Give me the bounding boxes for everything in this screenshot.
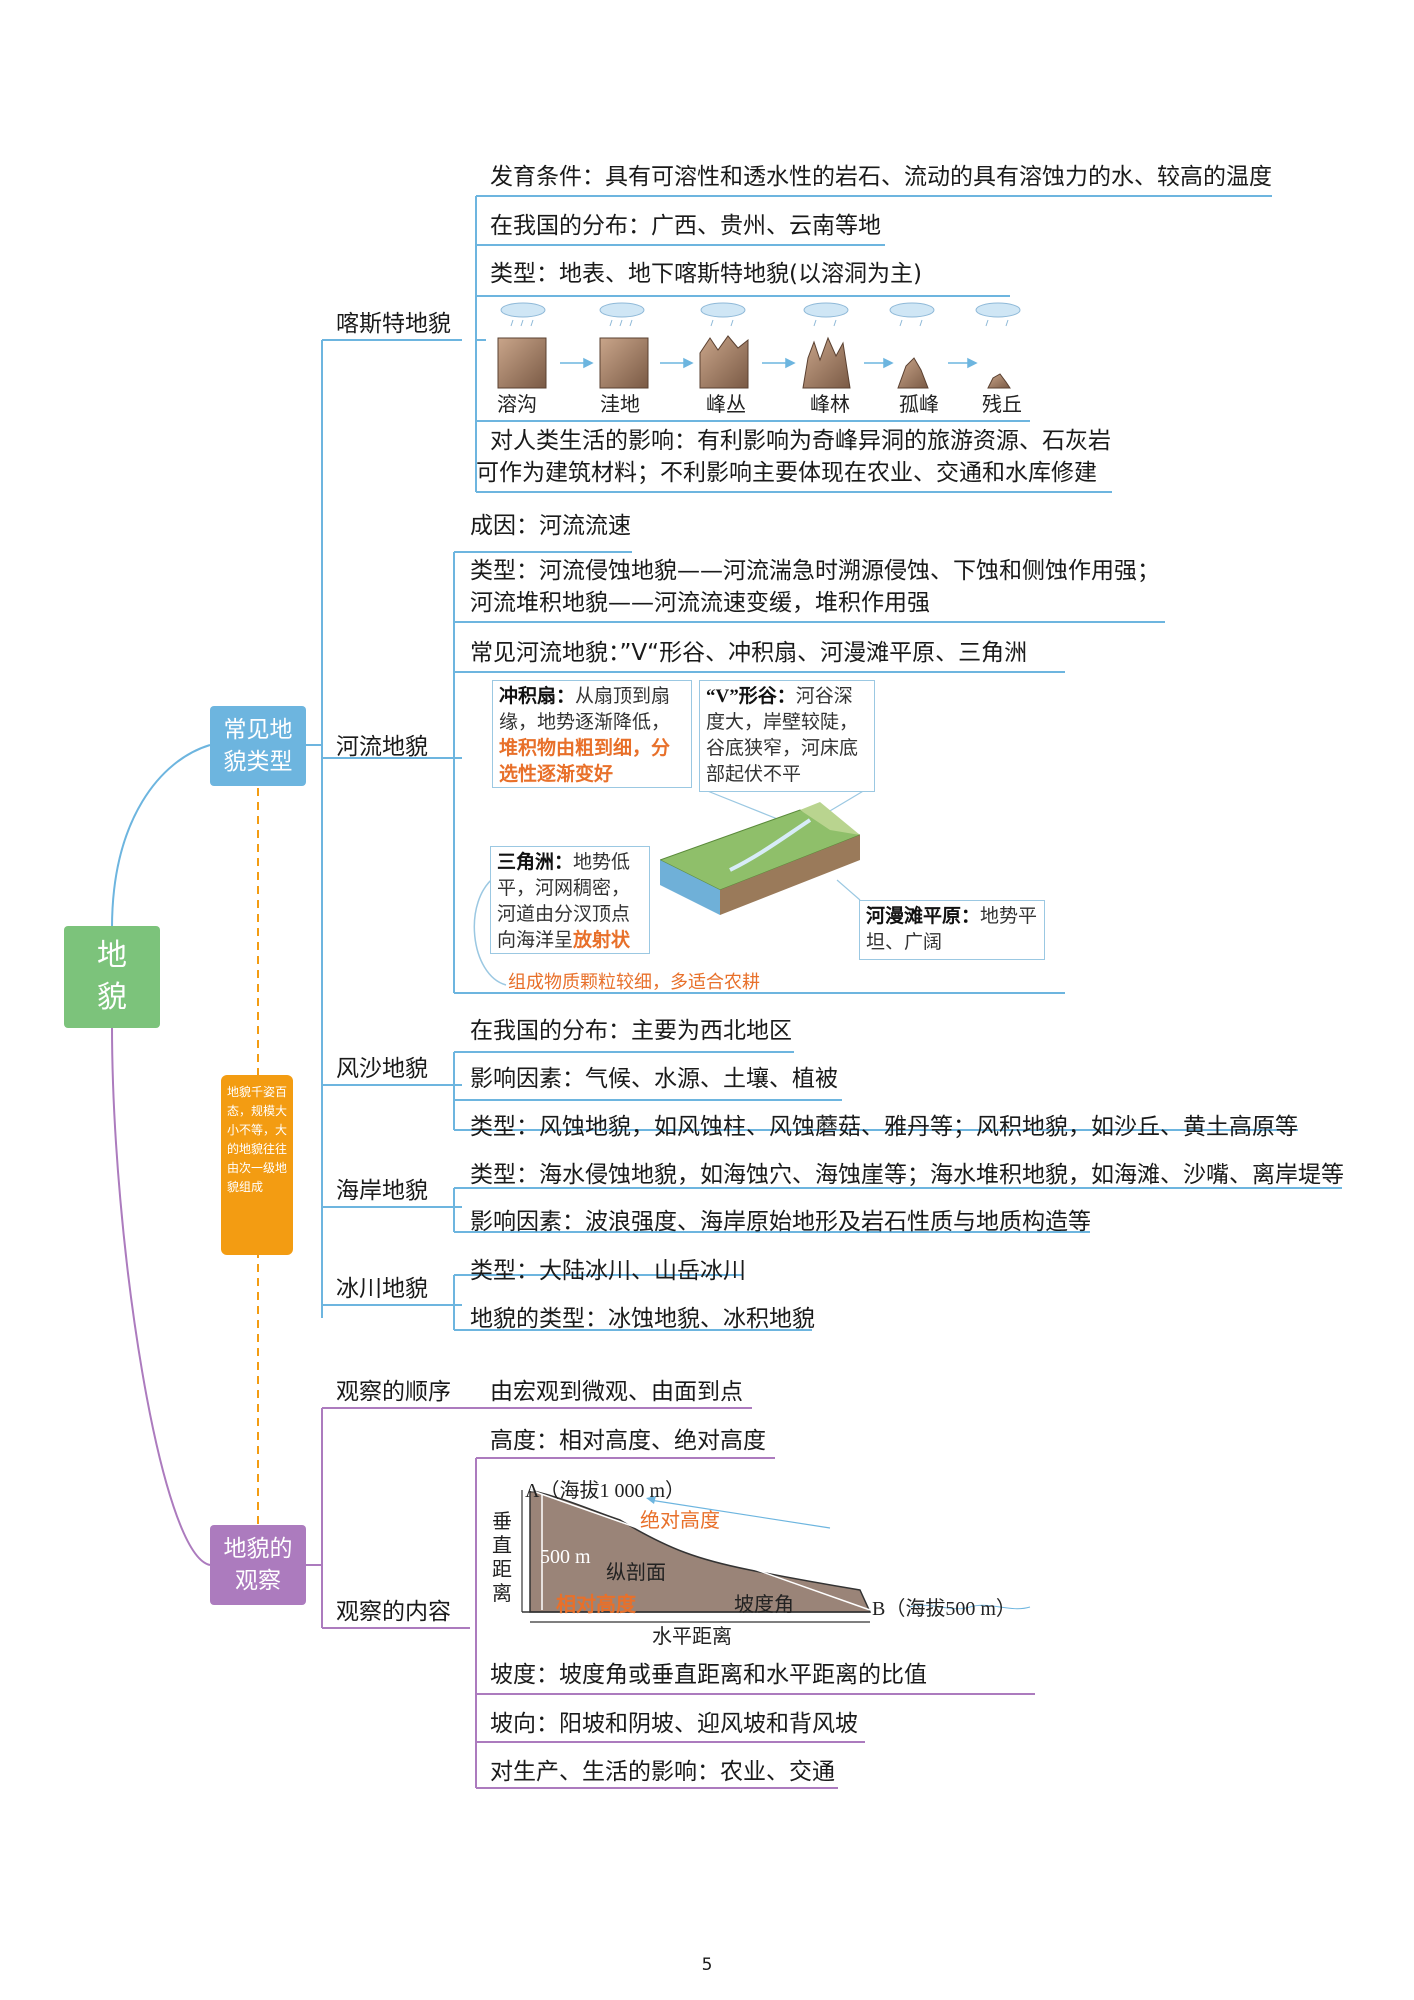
profile-label: 纵剖面 <box>606 1562 666 1584</box>
fan-head: 冲积扇： <box>499 686 576 707</box>
note-box: 地貌千姿百态，规模大小不等，大的地貌往往由次一级地貌组成 <box>221 1075 293 1255</box>
relative-height-label: 相对高度 <box>556 1594 636 1616</box>
karst-distribution: 在我国的分布：广西、贵州、云南等地 <box>490 213 881 239</box>
vertical-distance-label: 垂直距离 <box>492 1511 512 1605</box>
fan-text: 从扇顶到扇缘，地势逐渐降低， <box>499 686 671 733</box>
vvalley-text: 河谷深度大，岸壁较陡，谷底狭窄，河床底部起伏不平 <box>706 686 859 785</box>
river-title: 河流地貌 <box>336 734 428 760</box>
coastal-title: 海岸地貌 <box>336 1178 428 1204</box>
vvalley-head: “V”形谷： <box>706 686 796 707</box>
aeolian-title: 风沙地貌 <box>336 1056 428 1082</box>
glacial-title: 冰川地貌 <box>336 1276 428 1302</box>
absolute-height-label: 绝对高度 <box>640 1510 720 1532</box>
observation-order-text: 由宏观到微观、由面到点 <box>490 1379 743 1405</box>
river-landscape-illustration <box>660 802 860 915</box>
coastal-factors: 影响因素：波浪强度、海岸原始地形及岩石性质与地质构造等 <box>470 1209 1091 1235</box>
karst-types: 类型：地表、地下喀斯特地貌(以溶洞为主) <box>490 261 922 287</box>
karst-stage-label: 洼地 <box>600 394 640 416</box>
alluvial-fan-box: 冲积扇：从扇顶到扇缘，地势逐渐降低， 堆积物由粗到细，分选性逐渐变好 <box>492 680 692 788</box>
page-number: 5 <box>701 1955 713 1975</box>
observation-aspect: 坡向：阳坡和阴坡、迎风坡和背风坡 <box>490 1711 858 1737</box>
karst-conditions: 发育条件：具有可溶性和透水性的岩石、流动的具有溶蚀力的水、较高的温度 <box>490 164 1272 190</box>
observation-order-title: 观察的顺序 <box>336 1379 451 1405</box>
observation-content-title: 观察的内容 <box>336 1599 451 1625</box>
point-b-label: B（海拔500 m） <box>872 1598 1016 1620</box>
root-node: 地貌 <box>64 926 160 1028</box>
karst-stage-label: 溶沟 <box>497 394 537 416</box>
rock-stage-images <box>497 335 1011 389</box>
v-valley-box: “V”形谷：河谷深度大，岸壁较陡，谷底狭窄，河床底部起伏不平 <box>699 680 875 792</box>
delta-highlight: 放射状 <box>573 930 631 951</box>
observation-impact: 对生产、生活的影响：农业、交通 <box>490 1759 835 1785</box>
floodplain-box: 河漫滩平原：地势平坦、广阔 <box>859 900 1045 960</box>
slope-angle-label: 坡度角 <box>734 1594 794 1616</box>
river-bottom-note: 组成物质颗粒较细，多适合农耕 <box>508 972 760 992</box>
river-types-2: 河流堆积地貌——河流流速变缓，堆积作用强 <box>470 590 930 616</box>
h500-label: 500 m <box>540 1546 591 1568</box>
delta-box: 三角洲：地势低平，河网稠密，河道由分汊顶点向海洋呈放射状 <box>490 846 650 954</box>
aeolian-distribution: 在我国的分布：主要为西北地区 <box>470 1018 792 1044</box>
karst-stage-label: 峰丛 <box>706 394 746 416</box>
cloud-icon <box>500 302 1021 318</box>
karst-stage-label: 峰林 <box>810 394 850 416</box>
aeolian-factors: 影响因素：气候、水源、土壤、植被 <box>470 1066 838 1092</box>
branch-label: 地貌的观察 <box>223 1536 293 1594</box>
river-common: 常见河流地貌：”V“形谷、冲积扇、河漫滩平原、三角洲 <box>470 640 1028 666</box>
slope-profile-diagram <box>521 1489 1031 1623</box>
karst-impact-1: 对人类生活的影响：有利影响为奇峰异洞的旅游资源、石灰岩 <box>490 428 1111 454</box>
root-label: 地貌 <box>97 938 127 1015</box>
karst-impact-2: 可作为建筑材料；不利影响主要体现在农业、交通和水库修建 <box>476 460 1097 486</box>
fan-highlight: 堆积物由粗到细，分选性逐渐变好 <box>499 738 671 785</box>
observation-height: 高度：相对高度、绝对高度 <box>490 1428 766 1454</box>
glacial-types: 类型：大陆冰川、山岳冰川 <box>470 1258 746 1284</box>
observation-slope: 坡度：坡度角或垂直距离和水平距离的比值 <box>490 1662 927 1688</box>
karst-title: 喀斯特地貌 <box>336 311 451 337</box>
point-a-label: A（海拔1 000 m） <box>525 1480 685 1502</box>
karst-stage-label: 残丘 <box>982 394 1022 416</box>
delta-text: 地势低平，河网稠密，河道由分汊顶点向海洋呈 <box>497 852 631 951</box>
branch-label: 常见地貌类型 <box>223 717 293 775</box>
river-types-1: 类型：河流侵蚀地貌——河流湍急时溯源侵蚀、下蚀和侧蚀作用强； <box>470 558 1160 584</box>
karst-evolution-diagram <box>497 302 1021 389</box>
floodplain-head: 河漫滩平原： <box>866 906 981 927</box>
branch-observation: 地貌的观察 <box>210 1525 306 1605</box>
glacial-landform-types: 地貌的类型：冰蚀地貌、冰积地貌 <box>470 1306 815 1332</box>
karst-stage-label: 孤峰 <box>899 394 939 416</box>
aeolian-types: 类型：风蚀地貌，如风蚀柱、风蚀蘑菇、雅丹等；风积地貌，如沙丘、黄土高原等 <box>470 1114 1298 1140</box>
delta-head: 三角洲： <box>497 852 574 873</box>
river-cause: 成因：河流流速 <box>470 513 631 539</box>
horizontal-distance-label: 水平距离 <box>652 1626 732 1648</box>
floodplain-text: 地势平坦、广阔 <box>866 906 1038 953</box>
coastal-types: 类型：海水侵蚀地貌，如海蚀穴、海蚀崖等；海水堆积地貌，如海滩、沙嘴、离岸堤等 <box>470 1162 1344 1188</box>
branch-common-landforms: 常见地貌类型 <box>210 706 306 786</box>
